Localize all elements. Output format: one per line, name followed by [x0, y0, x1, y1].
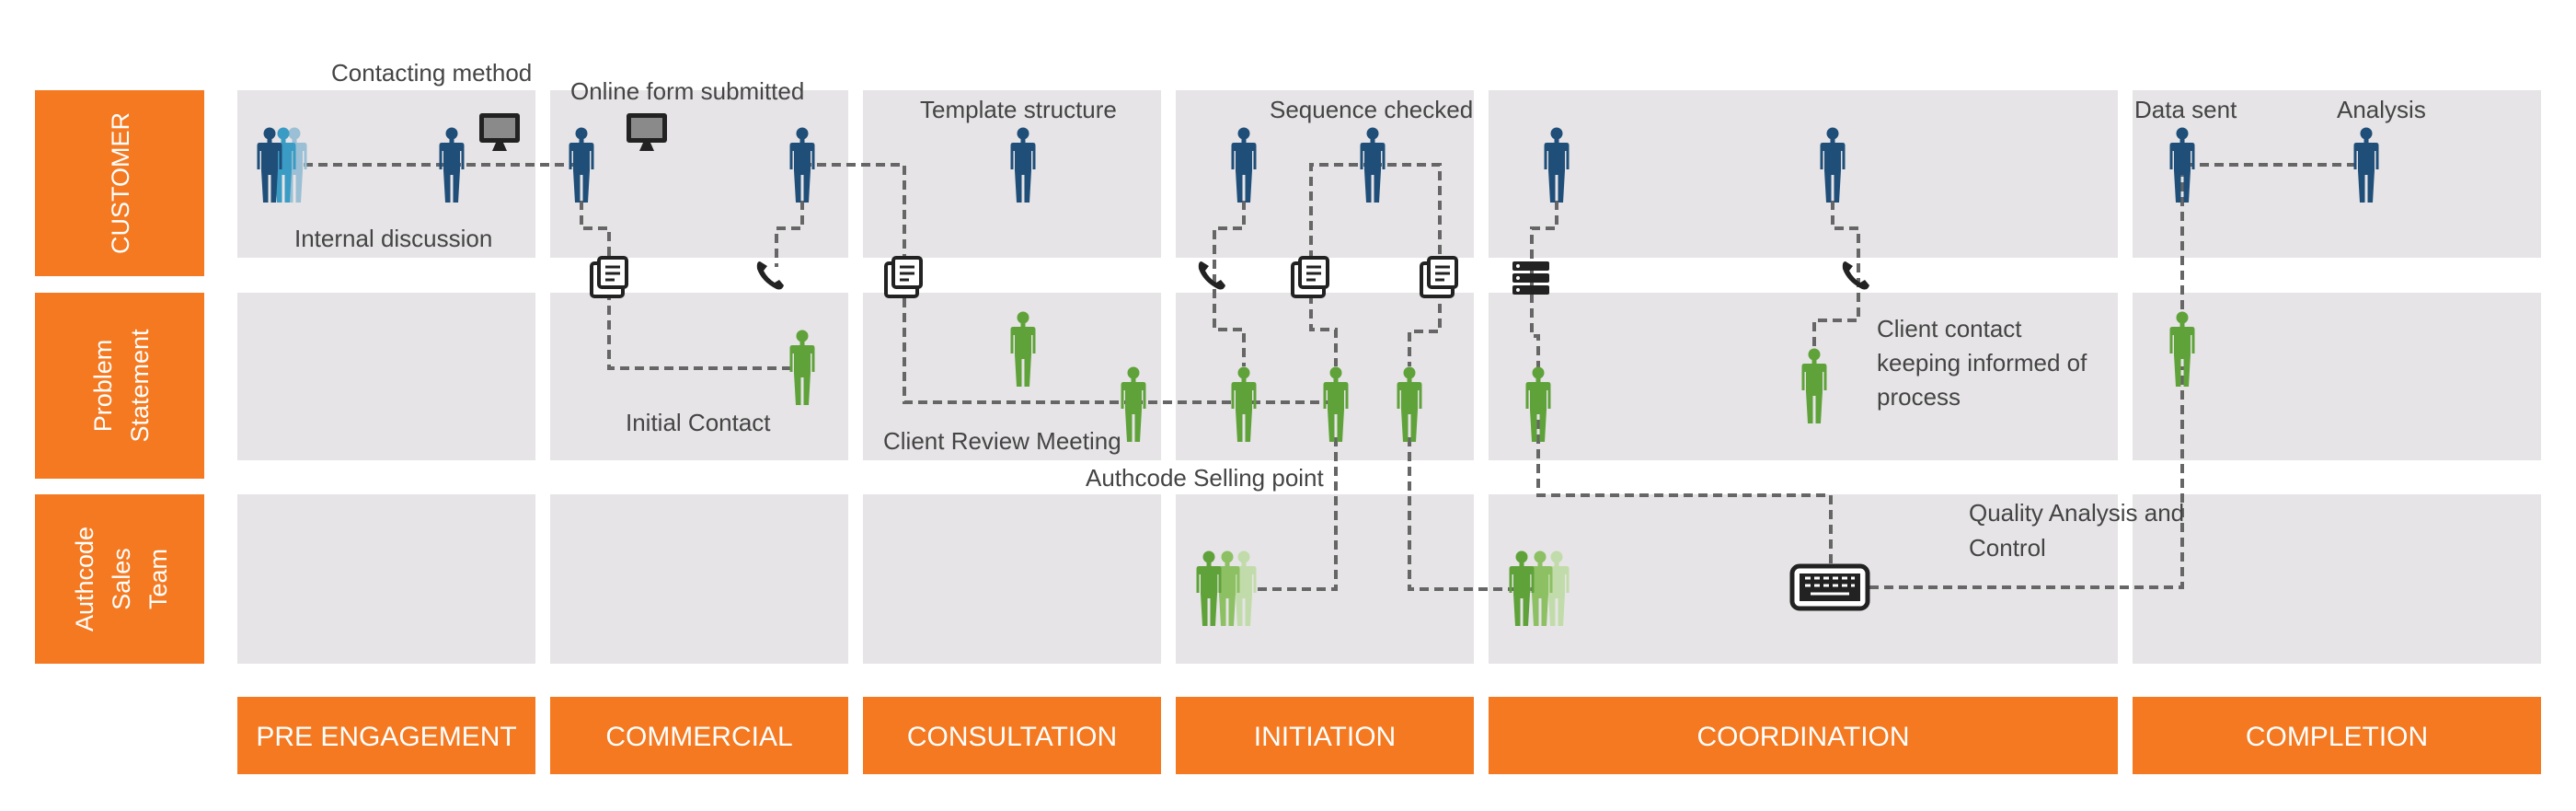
lane-header-customer — [35, 90, 204, 276]
phase-label-completion: COMPLETION — [2246, 722, 2428, 752]
connector-client-contact — [1812, 201, 1860, 366]
phase-label-coordination: COORDINATION — [1696, 722, 1909, 752]
document-icon — [1420, 256, 1458, 298]
annotation-template-structure: Template structure — [920, 96, 1117, 123]
annotation-client-contact-line2: keeping informed of — [1877, 349, 2087, 377]
lane-header-problem-statement — [35, 293, 204, 479]
phase-pre-engagement — [237, 697, 535, 774]
connector-sequence-left — [1309, 163, 1373, 366]
keyboard-icon — [1789, 563, 1870, 611]
phase-coordination — [1489, 697, 2118, 774]
document-icon — [1291, 256, 1329, 298]
connector-data-sent — [2180, 163, 2366, 324]
annotation-contacting-method: Contacting method — [331, 59, 532, 87]
grid-cells — [237, 90, 2541, 664]
connector-selling-point — [1251, 437, 1338, 591]
document-icon — [884, 256, 923, 298]
lane-header-sales-team — [35, 494, 204, 664]
annotation-sequence-checked: Sequence checked — [1270, 96, 1473, 123]
connector-sequence-right — [1373, 163, 1442, 366]
phase-label-initiation: INITIATION — [1254, 722, 1396, 752]
connector-phone-initiation — [1213, 201, 1246, 366]
lane-label-sales-line2: Sales — [108, 548, 135, 610]
monitor-icon — [627, 113, 667, 151]
annotation-data-sent: Data sent — [2134, 96, 2237, 123]
annotation-client-contact-line3: process — [1877, 383, 1961, 411]
annotation-analysis: Analysis — [2337, 96, 2426, 123]
server-icon — [1512, 261, 1549, 295]
annotation-initial-contact: Initial Contact — [626, 409, 771, 436]
phase-bar: PRE ENGAGEMENT COMMERCIAL CONSULTATION I… — [237, 697, 2541, 774]
lane-label-problem-line2: Statement — [126, 329, 154, 443]
annotation-client-contact-line1: Client contact — [1877, 315, 2022, 342]
connector-keyboard-to-completion — [1869, 366, 2184, 589]
phase-commercial — [550, 697, 848, 774]
lane-label-sales-line3: Team — [144, 549, 172, 609]
connector-quality-branch — [1530, 201, 1833, 566]
phase-label-commercial: COMMERCIAL — [605, 722, 792, 752]
phase-label-consultation: CONSULTATION — [907, 722, 1117, 752]
lane-label-problem-line1: Problem — [89, 340, 117, 433]
lane-label-sales-line1: Authcode — [71, 527, 98, 631]
phone-icon — [1198, 261, 1225, 290]
annotation-authcode-selling: Authcode Selling point — [1086, 464, 1325, 492]
phone-icon — [756, 261, 784, 290]
lane-headers: CUSTOMER Problem Statement Authcode Sale… — [35, 90, 204, 664]
monitor-icon — [479, 113, 520, 151]
phase-label-pre-engagement: PRE ENGAGEMENT — [256, 722, 516, 752]
annotation-quality-analysis-line2: Control — [1969, 534, 2046, 562]
phase-consultation — [863, 697, 1161, 774]
document-icon — [590, 256, 628, 298]
annotation-client-review: Client Review Meeting — [883, 427, 1121, 455]
phone-icon — [1842, 261, 1869, 290]
annotations: Contacting method Online form submitted … — [294, 59, 2426, 562]
annotation-internal-discussion: Internal discussion — [294, 225, 492, 252]
connector-to-coordination — [1408, 437, 1538, 591]
annotation-quality-analysis-line1: Quality Analysis and — [1969, 499, 2184, 527]
phase-initiation — [1176, 697, 1474, 774]
phase-completion — [2133, 697, 2541, 774]
annotation-online-form: Online form submitted — [570, 77, 804, 105]
lane-label-customer: CUSTOMER — [107, 112, 134, 254]
